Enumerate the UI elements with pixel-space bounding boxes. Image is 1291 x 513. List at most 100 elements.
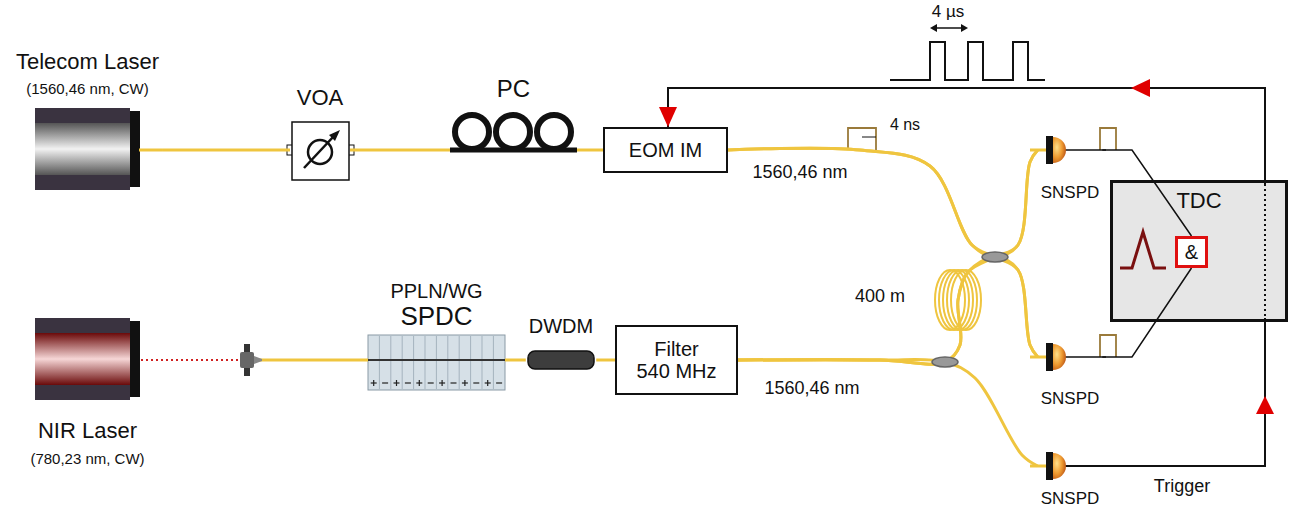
ppln-chip	[447, 336, 448, 389]
ppln-chip	[436, 336, 437, 389]
detector-symbol	[1053, 137, 1066, 163]
attenuator-symbol	[304, 136, 334, 168]
fiber-coupler	[932, 252, 1008, 367]
wavelength-label: 1560,46 nm	[752, 163, 847, 183]
optical-fiber	[505, 359, 526, 362]
dwdm-filter: DWDM	[526, 313, 596, 370]
tdc-panel	[1110, 180, 1288, 322]
trigger-line	[668, 88, 1265, 466]
pulse-width-label: 4 ns	[890, 116, 920, 134]
detector: SNSPD	[1038, 343, 1103, 410]
ppln-chip	[396, 380, 397, 386]
filter-box-text: Filter 540 MHz	[636, 338, 718, 383]
detector-symbol	[1064, 149, 1106, 151]
ppln-waveguide-text: PPLN/WG	[390, 280, 482, 302]
trigger-arrowhead	[1131, 79, 1150, 97]
nir-laser-body	[130, 321, 140, 397]
optical-pulse	[1100, 128, 1116, 150]
telecom-laser-body	[35, 108, 162, 190]
ppln-waveguide: PPLN/WGSPDC	[368, 278, 505, 390]
ppln-chip	[428, 382, 434, 383]
period-label: 4 µs	[932, 3, 964, 22]
ppln-chip	[402, 336, 403, 389]
laser-source: NIR Laser (780,23 nm, CW)	[27, 318, 147, 470]
telecom-laser-body	[139, 149, 162, 152]
coupling-lens	[254, 356, 262, 364]
attenuator-text: VOA	[297, 86, 343, 111]
tdc-dotted-trigger	[1261, 184, 1269, 318]
optical-fiber	[728, 148, 1038, 257]
optical-fiber	[350, 149, 450, 152]
polarization-controller	[496, 115, 530, 149]
polarization-controller-text: PC	[497, 76, 530, 103]
attenuator-symbol	[329, 130, 340, 141]
polarization-controller	[450, 115, 577, 150]
optical-fiber	[738, 359, 1038, 466]
detector: SNSPD	[1038, 136, 1103, 204]
detector-symbol	[1064, 465, 1106, 467]
ppln-waveguide-text: SPDC	[400, 302, 472, 331]
ppln-chip	[390, 336, 391, 389]
nir-laser-body	[35, 333, 130, 385]
laser-source-text: (780,23 nm, CW)	[30, 451, 144, 468]
detector-symbol	[1053, 344, 1066, 370]
nir-laser-body	[35, 318, 140, 400]
laser-source-text: NIR Laser	[38, 419, 137, 444]
nir-laser-body	[35, 318, 130, 400]
ppln-chip	[413, 336, 414, 389]
pump-beam	[141, 355, 243, 365]
telecom-laser-body	[130, 111, 140, 187]
filter-box: Filter 540 MHz	[615, 325, 738, 395]
optical-pulse	[848, 128, 876, 150]
trigger-arrowhead	[1256, 396, 1274, 414]
detector-text: SNSPD	[1041, 489, 1100, 508]
trigger-pulse-train	[961, 24, 968, 32]
fiber-coupler	[932, 357, 958, 367]
modulator-box-text: EOM IM	[629, 139, 702, 161]
dwdm-body	[528, 351, 594, 369]
ppln-chip	[493, 336, 494, 389]
laser-source-text: (1560,46 nm, CW)	[26, 81, 149, 98]
detector-symbol	[1046, 452, 1053, 480]
ppln-chip	[405, 382, 411, 383]
coincidence-gate: &	[1175, 236, 1208, 268]
tdc-dotted-trigger	[1261, 184, 1269, 318]
ppln-chip	[442, 380, 443, 386]
coupling-lens	[240, 344, 262, 376]
detector-symbol	[1046, 343, 1053, 371]
ppln-chip	[419, 380, 420, 386]
ppln-chip	[368, 335, 505, 390]
ppln-chip	[368, 335, 505, 390]
trigger-pulse-train	[890, 42, 1045, 80]
wavelength-label: 1560,46 nm	[764, 379, 859, 399]
ppln-chip	[379, 336, 380, 389]
detector: SNSPD	[1038, 452, 1103, 510]
modulator-box: EOM IM	[603, 127, 728, 173]
dwdm-filter-text: DWDM	[529, 315, 593, 337]
polarization-controller	[537, 115, 571, 149]
optical-pulse	[848, 128, 1116, 357]
fiber-spool	[951, 270, 981, 330]
telecom-laser-body	[35, 108, 130, 190]
detector-text: SNSPD	[1041, 183, 1100, 202]
pump-beam	[141, 359, 240, 361]
detector-symbol	[1053, 453, 1066, 479]
pump-beam	[141, 355, 243, 365]
trigger-pulse-train	[930, 24, 937, 32]
edge-label: Trigger	[1154, 477, 1210, 497]
tdc-dotted-trigger	[1264, 184, 1266, 318]
fiber-length-label: 400 m	[855, 287, 905, 307]
coincidence-gate-text: &	[1185, 241, 1198, 263]
ppln-chip	[373, 380, 374, 386]
detector-symbol	[1046, 136, 1053, 164]
ppln-chip	[459, 336, 460, 389]
polarization-controller: PC	[450, 74, 577, 152]
dwdm-body	[528, 351, 594, 369]
optical-fiber	[577, 149, 603, 152]
optical-fiber	[162, 149, 290, 152]
optical-fiber	[738, 257, 1038, 364]
telecom-laser-body	[35, 123, 130, 175]
trigger-arrowhead	[1131, 79, 1274, 414]
ppln-chip	[487, 380, 488, 386]
